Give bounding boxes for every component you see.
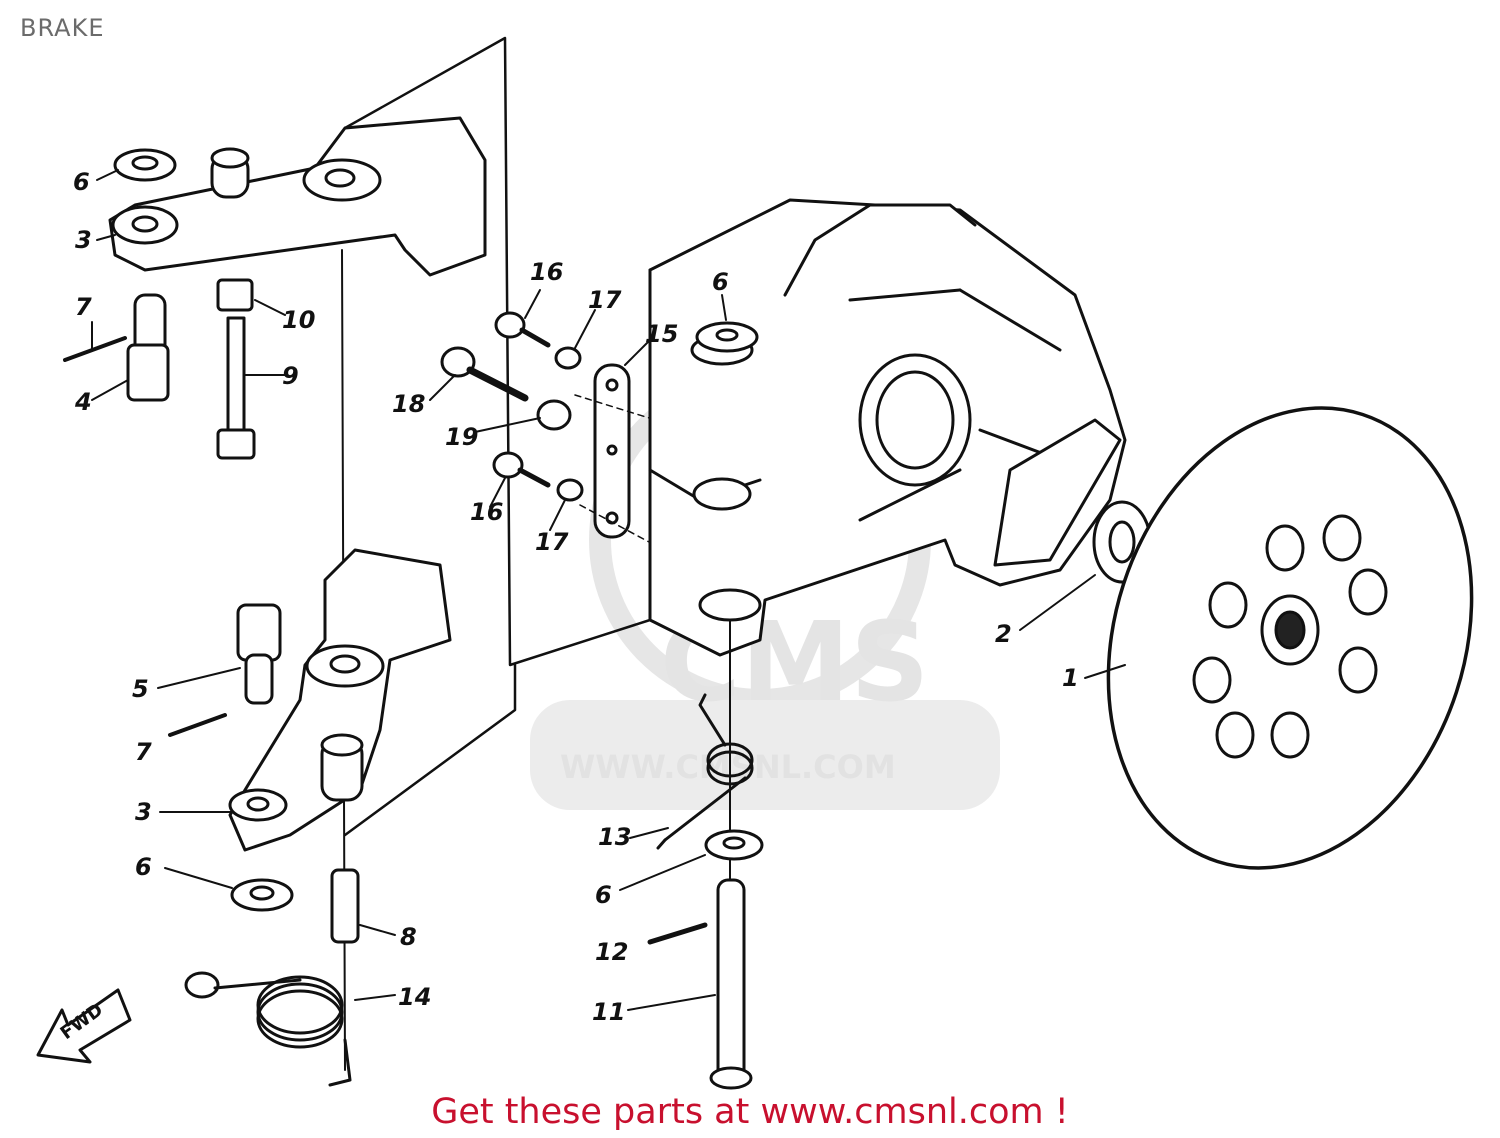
bracket-outline xyxy=(343,36,652,667)
callout-17-upper: 17 xyxy=(588,286,622,314)
callout-15: 15 xyxy=(645,320,678,348)
callout-2: 2 xyxy=(995,620,1012,648)
adjuster-bolt xyxy=(330,868,360,944)
washer-lower-left xyxy=(230,878,294,912)
callout-11: 11 xyxy=(592,998,625,1026)
callout-17-lower: 17 xyxy=(535,528,569,556)
clevis-lower xyxy=(168,603,282,737)
page-title: BRAKE xyxy=(20,14,105,42)
callout-19: 19 xyxy=(445,423,478,451)
callout-6-upper-left: 6 xyxy=(73,168,90,196)
watermark-url: WWW.CMSNL.COM xyxy=(560,748,896,786)
washer-lower-middle xyxy=(704,829,764,861)
callout-10: 10 xyxy=(282,306,315,334)
lower-brake-lever xyxy=(228,548,452,852)
callout-18: 18 xyxy=(392,390,425,418)
washer-upper-middle xyxy=(695,321,759,353)
return-spring-left xyxy=(184,971,352,1087)
callout-4: 4 xyxy=(74,388,92,416)
link-plate xyxy=(593,363,631,539)
pivot-pin xyxy=(647,878,753,1090)
callout-13: 13 xyxy=(598,823,631,851)
callout-5: 5 xyxy=(132,675,149,703)
callout-16-lower: 16 xyxy=(470,498,503,526)
callout-7-upper: 7 xyxy=(75,293,92,321)
washer-upper xyxy=(113,148,177,182)
bracket-lower-outline xyxy=(343,663,517,837)
callout-6-lower-left: 6 xyxy=(135,853,152,881)
bolt-nut-set xyxy=(216,278,256,460)
clevis-upper xyxy=(63,293,170,402)
callout-16-upper: 16 xyxy=(530,258,563,286)
callout-6-upper-middle: 6 xyxy=(712,268,729,296)
upper-brake-lever xyxy=(108,116,487,277)
brake-disc xyxy=(1106,406,1474,870)
callout-3-lower: 3 xyxy=(135,798,152,826)
leader-lines xyxy=(91,169,1126,1011)
callout-8: 8 xyxy=(400,923,417,951)
callout-7-lower: 7 xyxy=(135,738,152,766)
cmsnl-parts-link[interactable]: Get these parts at www.cmsnl.com ! xyxy=(431,1092,1069,1132)
watermark-plate xyxy=(530,700,1000,810)
callout-14: 14 xyxy=(398,983,431,1011)
callout-3-upper: 3 xyxy=(75,226,92,254)
callout-9: 9 xyxy=(282,362,299,390)
brake-caliper-bracket xyxy=(648,198,1127,657)
callout-12: 12 xyxy=(595,938,628,966)
callout-1: 1 xyxy=(1062,664,1079,692)
small-bolts-group xyxy=(440,311,584,502)
callout-6-lower-middle: 6 xyxy=(595,881,612,909)
forward-arrow xyxy=(36,988,132,1064)
